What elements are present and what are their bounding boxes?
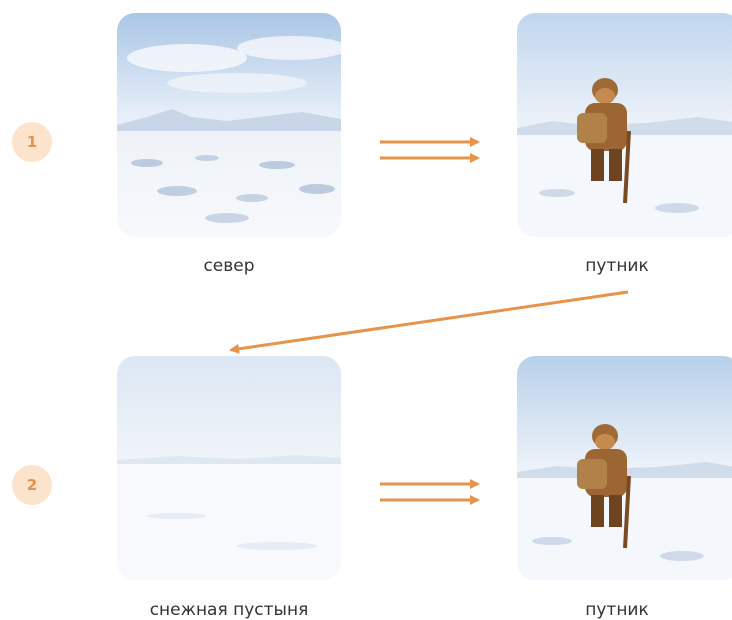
tile-traveler-1 <box>517 13 732 237</box>
step-badge-1: 1 <box>12 122 52 162</box>
traveler-figure <box>577 424 631 549</box>
tile-snowy-desert <box>117 356 341 580</box>
caption-snowy-desert: снежная пустыня <box>149 600 309 620</box>
step-badge-2: 2 <box>12 465 52 505</box>
caption-traveler-2: путник <box>585 600 649 620</box>
tile-traveler-2 <box>517 356 732 580</box>
arrow-diagonal <box>229 290 629 354</box>
caption-north: север <box>203 256 255 276</box>
tile-north <box>117 13 341 237</box>
caption-traveler-1: путник <box>585 256 649 276</box>
traveler-figure <box>577 78 631 204</box>
